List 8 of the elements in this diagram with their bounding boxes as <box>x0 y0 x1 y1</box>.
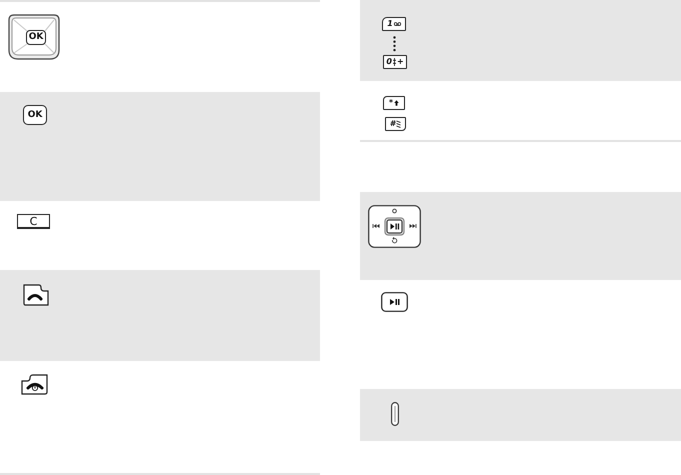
ok-key: OK <box>26 30 46 45</box>
key-label: 1 <box>387 20 393 28</box>
key-label: * <box>388 99 394 107</box>
key-label: + <box>396 58 404 66</box>
c-key: C <box>17 214 50 229</box>
ok-key: OK <box>23 105 47 125</box>
key-label: 0 <box>386 58 392 66</box>
key-label: # <box>390 120 396 128</box>
